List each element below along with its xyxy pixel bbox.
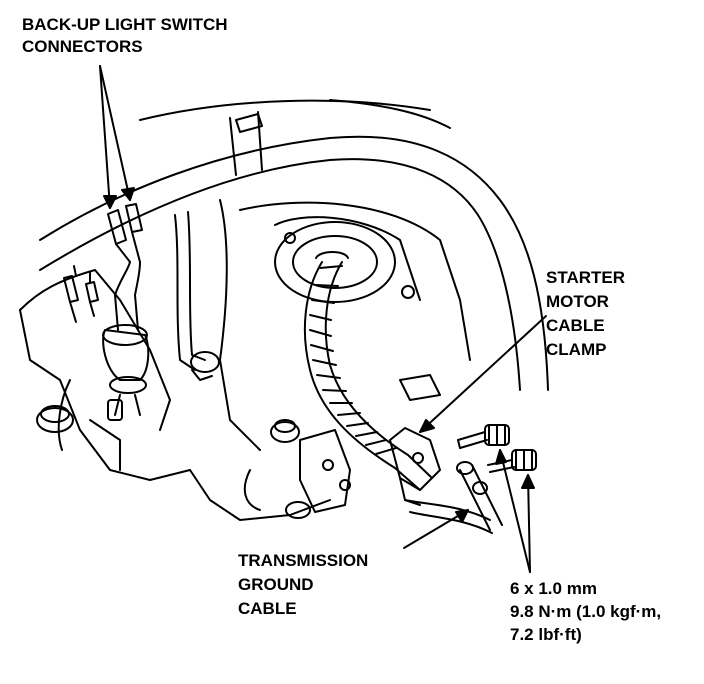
leader-bolt-spec <box>495 449 535 573</box>
breather-hose <box>174 211 220 381</box>
ground-label-line1: TRANSMISSION <box>238 551 369 570</box>
ground-label-line2: GROUND <box>238 575 314 594</box>
starter-label-line2: MOTOR <box>546 292 609 311</box>
starter-motor-cable-clamp-label: STARTER MOTOR CABLE CLAMP <box>546 266 625 362</box>
spec-label-line3: 7.2 lbf·ft) <box>510 625 582 644</box>
backup-switch-connector-right <box>125 203 143 263</box>
backup-label-line2: CONNECTORS <box>22 37 143 56</box>
bolt-lower <box>487 449 537 473</box>
transmission-housing <box>19 199 471 521</box>
ground-cable-bracket <box>299 429 351 513</box>
backup-label-line1: BACK-UP LIGHT SWITCH <box>22 15 228 34</box>
cable-clamp-bracket <box>389 427 441 506</box>
transmission-ground-cable <box>404 461 503 534</box>
spec-label-line2: 9.8 N·m (1.0 kgf·m, <box>510 602 662 621</box>
loose-connectors <box>63 265 99 323</box>
starter-motor-cable <box>303 251 433 491</box>
leader-starter-clamp <box>419 315 547 433</box>
bolt-torque-spec-label: 6 x 1.0 mm 9.8 N·m (1.0 kgf·m, 7.2 lbf·f… <box>510 577 661 646</box>
leader-ground-cable <box>403 509 469 549</box>
backup-light-switch-connectors-label: BACK-UP LIGHT SWITCH CONNECTORS <box>22 14 228 58</box>
starter-label-line4: CLAMP <box>546 340 607 359</box>
ground-label-line3: CABLE <box>238 599 297 618</box>
starter-label-line1: STARTER <box>546 268 626 287</box>
starter-label-line3: CABLE <box>546 316 605 335</box>
backup-light-switch <box>102 261 150 421</box>
backup-switch-connector-left <box>107 209 131 263</box>
leader-backup-connectors <box>99 65 135 209</box>
body-panel-outline <box>39 99 549 391</box>
spec-label-line1: 6 x 1.0 mm <box>510 579 597 598</box>
transmission-ground-cable-label: TRANSMISSION GROUND CABLE <box>238 549 368 621</box>
bolt-upper <box>457 424 510 449</box>
